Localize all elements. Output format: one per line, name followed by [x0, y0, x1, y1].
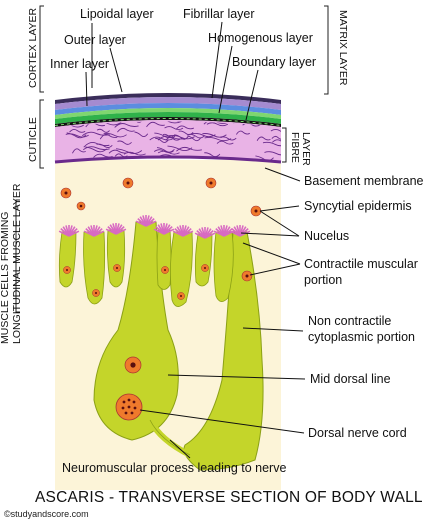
muscle-cells-label-1: MUSCLE CELLS FROMING — [0, 212, 11, 344]
matrix-layer-label: MATRIX LAYER — [337, 10, 349, 86]
basement-membrane-label: Basement membrane — [304, 174, 424, 188]
contractile-portion-label-2: portion — [304, 273, 342, 287]
non-contractile-label-1: Non contractile — [308, 314, 391, 328]
non-contractile-label-2: cytoplasmic portion — [308, 330, 415, 344]
cuticle — [54, 93, 282, 164]
leader-lines — [85, 21, 306, 459]
basement-membrane-line — [54, 155, 282, 164]
cuticle-label: CUTICLE — [27, 117, 39, 162]
nucelus-label: Nucelus — [304, 229, 349, 243]
inner-cortex-band — [55, 103, 281, 115]
boundary-layer-band — [55, 117, 281, 127]
outer-layer-label: Outer layer — [64, 33, 126, 47]
homogenous-layer-label: Homogenous layer — [208, 31, 313, 45]
neuromuscular-process-label: Neuromuscular process leading to nerve — [62, 461, 286, 475]
contractile-portion-label-1: Contractile muscular — [304, 257, 418, 271]
fibrillar-band — [55, 108, 281, 119]
side-brackets — [15, 5, 329, 313]
mid-dorsal-line-label: Mid dorsal line — [310, 372, 391, 386]
dorsal-nerve-cord — [115, 393, 143, 421]
muscle-nuclei — [63, 264, 253, 374]
muscle-cells — [58, 215, 264, 471]
epidermis-nuclei — [60, 177, 262, 217]
layer-label: LAYER — [300, 132, 312, 166]
fibrillar-layer-label: Fibrillar layer — [183, 7, 255, 21]
lipoidal-layer-band — [55, 93, 281, 104]
fibre-label: FIBRE — [289, 132, 301, 163]
lipoidal-layer-label: Lipoidal layer — [80, 7, 154, 21]
syncytial-epidermis-label: Syncytial epidermis — [304, 199, 412, 213]
boundary-dashes — [54, 118, 282, 126]
right-muscle-cell — [183, 231, 264, 471]
inner-layer-label: Inner layer — [50, 57, 109, 71]
boundary-layer-label: Boundary layer — [232, 55, 316, 69]
outer-cortex-band — [55, 97, 281, 110]
diagram-title: ASCARIS - TRANSVERSE SECTION OF BODY WAL… — [35, 489, 423, 506]
credit-text: ©studyandscore.com — [4, 509, 89, 519]
fibre-strands — [60, 121, 281, 162]
homogenous-band — [55, 112, 281, 124]
contractile-fringes — [58, 215, 251, 239]
muscle-cells-label-2: LONGITUDINAL MUSCLE LAYER — [11, 183, 23, 344]
dorsal-nerve-cord-label: Dorsal nerve cord — [308, 426, 407, 440]
cortex-layer-label: CORTEX LAYER — [27, 7, 39, 88]
